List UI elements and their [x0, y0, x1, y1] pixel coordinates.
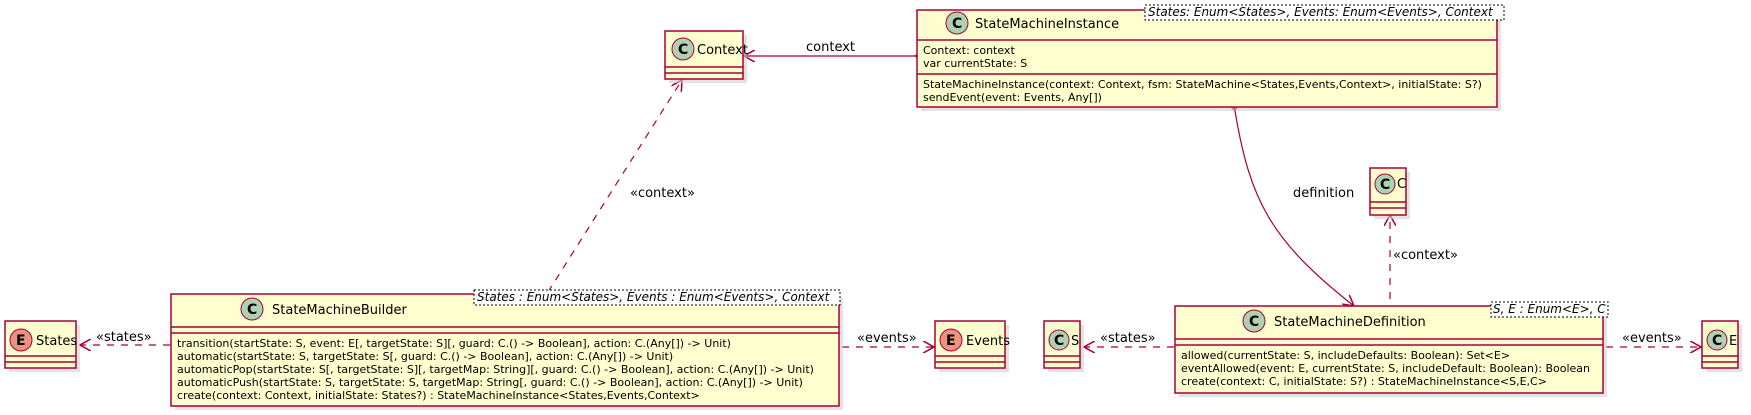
class-name: StateMachineInstance [975, 17, 1119, 32]
class-template: States : Enum<States>, Events : Enum<Eve… [477, 290, 831, 304]
class-state-machine-builder[interactable]: C StateMachineBuilder States : Enum<Stat… [170, 289, 843, 410]
class-stereotype-letter: C [1249, 314, 1259, 330]
class-stereotype-icon [1242, 309, 1266, 333]
class-stereotype-letter: C [1380, 177, 1390, 193]
edge-label-builder-states: «states» [96, 330, 152, 345]
class-method: transition(startState: S, event: E[, tar… [177, 337, 731, 350]
edge-instance-definition [1235, 111, 1354, 306]
class-stereotype-letter: C [1054, 333, 1064, 349]
class-stereotype-letter: C [678, 42, 688, 58]
class-name: Context [697, 43, 748, 58]
enum-stereotype-icon [9, 328, 33, 352]
enum-name: States [36, 334, 77, 349]
enum-name: Events [966, 334, 1010, 349]
edge-label-definition: definition [1293, 186, 1354, 201]
edge-label-def-context: «context» [1393, 248, 1458, 263]
class-stereotype-letter: C [247, 302, 257, 318]
class-method: create(context: C, initialState: S?) : S… [1181, 375, 1547, 388]
class-name: StateMachineDefinition [1274, 315, 1426, 330]
edge-label-builder-context: «context» [630, 186, 695, 201]
class-name: StateMachineBuilder [272, 303, 407, 318]
class-state-machine-definition[interactable]: C StateMachineDefinition S, E : Enum<E>,… [1174, 301, 1609, 397]
enum-states[interactable]: E States [4, 320, 80, 372]
class-stereotype-icon [945, 11, 969, 35]
class-template: S, E : Enum<E>, C [1493, 302, 1606, 316]
class-method: sendEvent(event: Events, Any[]) [923, 91, 1102, 104]
class-stereotype-letter: C [952, 16, 962, 32]
class-method: automatic(startState: S, targetState: S[… [177, 350, 673, 363]
class-state-machine-instance[interactable]: C StateMachineInstance States: Enum<Stat… [916, 4, 1505, 111]
class-context[interactable]: C Context [664, 30, 748, 83]
edge-label-def-events: «events» [1622, 331, 1682, 346]
edge-label-context: context [806, 40, 855, 55]
enum-stereotype-letter: E [946, 333, 956, 349]
class-method: StateMachineInstance(context: Context, f… [923, 78, 1482, 91]
class-stereotype-letter: C [1712, 333, 1722, 349]
enum-stereotype-letter: E [16, 333, 26, 349]
edge-label-def-states: «states» [1100, 331, 1156, 346]
class-method: create(context: Context, initialState: S… [177, 389, 700, 402]
class-e[interactable]: C E [1701, 320, 1742, 372]
enum-events[interactable]: E Events [934, 320, 1010, 372]
class-template: States: Enum<States>, Events: Enum<Event… [1148, 5, 1494, 19]
class-stereotype-icon [671, 37, 695, 61]
edge-label-builder-events: «events» [857, 331, 917, 346]
class-method: allowed(currentState: S, includeDefaults… [1181, 349, 1510, 362]
class-stereotype-icon [1706, 329, 1728, 351]
class-name: C [1397, 177, 1406, 192]
class-field: var currentState: S [923, 57, 1027, 70]
class-stereotype-icon [1374, 173, 1396, 195]
class-name: S [1071, 334, 1079, 349]
class-c[interactable]: C C [1369, 167, 1410, 219]
class-method: automaticPop(startState: S[, targetState… [177, 363, 814, 376]
class-name: E [1729, 334, 1737, 349]
class-stereotype-icon [240, 297, 264, 321]
class-method: eventAllowed(event: E, currentState: S, … [1181, 362, 1590, 375]
class-method: automaticPush(startState: S, targetState… [177, 376, 803, 389]
class-field: Context: context [923, 44, 1015, 57]
enum-stereotype-icon [939, 328, 963, 352]
class-stereotype-icon [1048, 329, 1070, 351]
class-s[interactable]: C S [1043, 320, 1084, 372]
